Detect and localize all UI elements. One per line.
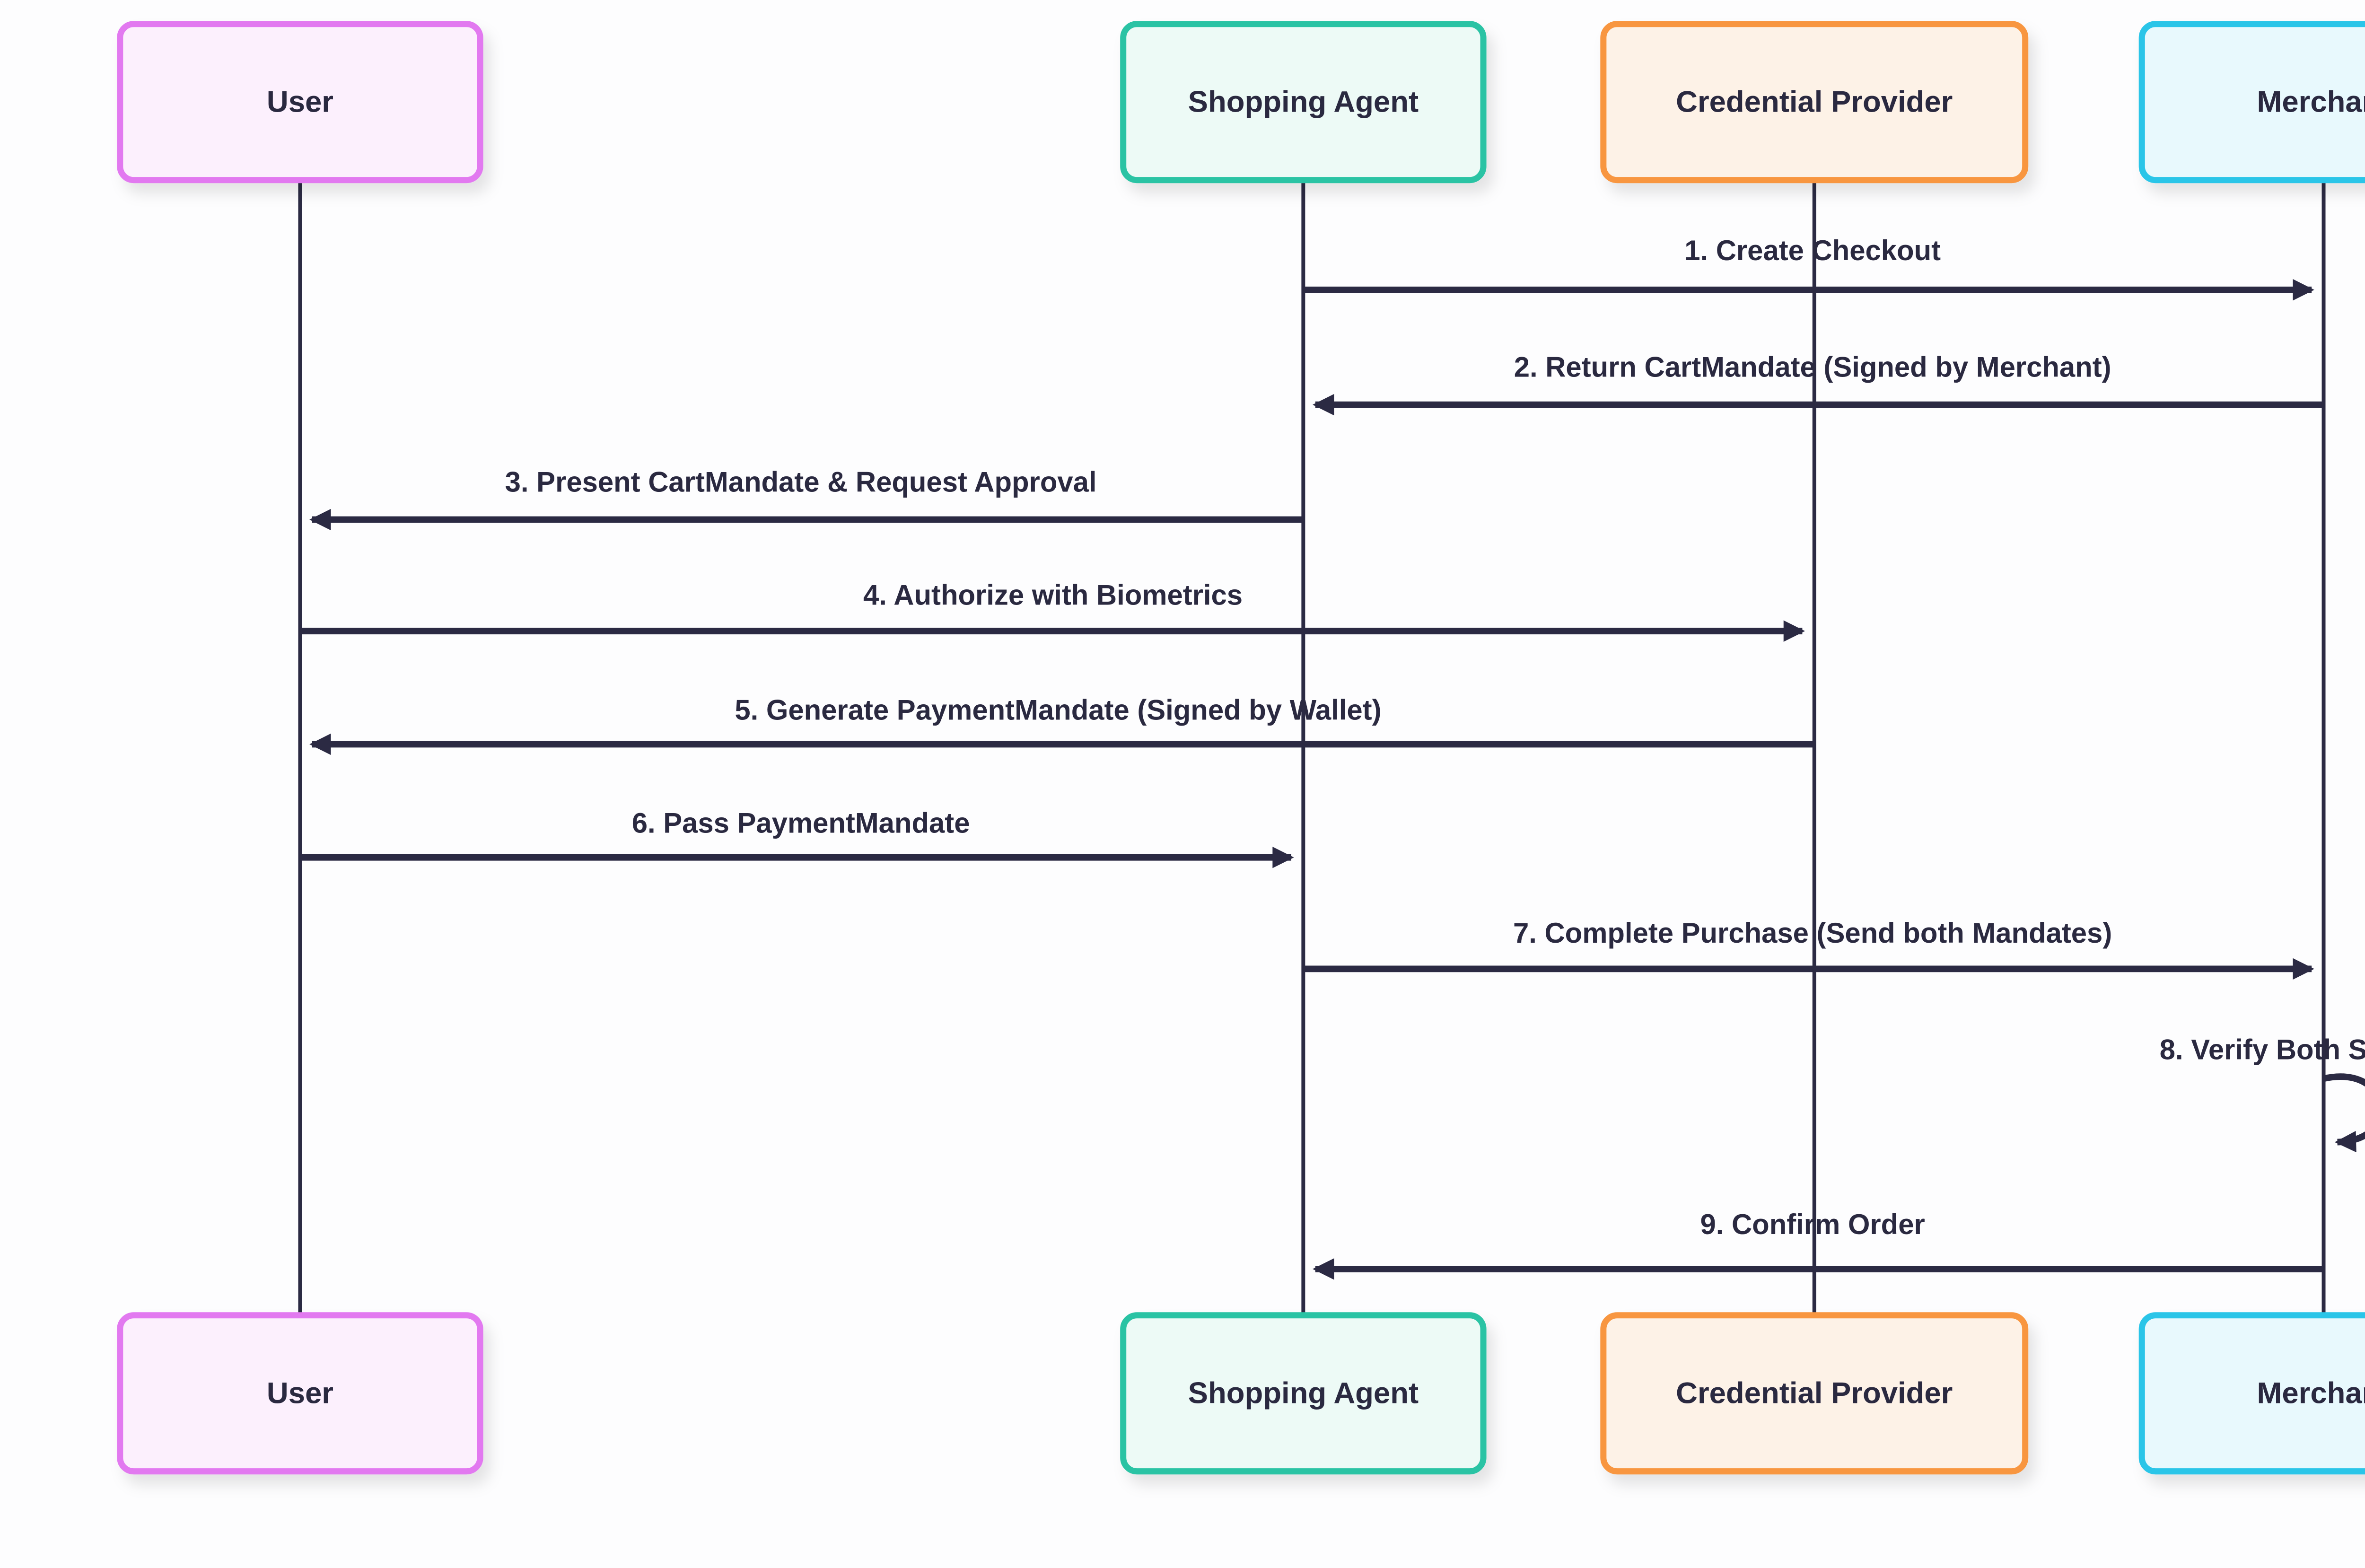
message-3: 3. Present CartMandate & Request Approva…	[309, 466, 1304, 531]
message-9: 9. Confirm Order	[1313, 1209, 2324, 1280]
actor-label: Merchant	[2257, 86, 2365, 119]
self-loop-arrow	[2322, 1073, 2365, 1153]
actor-label: Merchant	[2257, 1377, 2365, 1410]
actor-label: User	[267, 86, 333, 119]
actor-top-shopping-agent: Shopping Agent	[1120, 21, 1487, 184]
actor-top-credential-provider: Credential Provider	[1600, 21, 2029, 184]
actor-box	[1120, 21, 1487, 184]
message-label: 1. Create Checkout	[1684, 235, 1941, 266]
message-label: 8. Verify Both Signatures	[2160, 1034, 2365, 1065]
actor-label: Credential Provider	[1676, 1377, 1953, 1410]
message-5: 5. Generate PaymentMandate (Signed by Wa…	[309, 694, 1814, 755]
actor-bottom-credential-provider: Credential Provider	[1600, 1312, 2029, 1475]
actor-bottom-merchant: Merchant	[2138, 1312, 2365, 1475]
message-4: 4. Authorize with Biometrics	[300, 579, 1805, 642]
message-7: 7. Complete Purchase (Send both Mandates…	[1303, 917, 2314, 980]
actor-label: User	[267, 1377, 333, 1410]
actor-label: Shopping Agent	[1188, 86, 1419, 119]
actor-top-user: User	[117, 21, 483, 184]
message-label: 3. Present CartMandate & Request Approva…	[505, 466, 1097, 498]
message-1: 1. Create Checkout	[1303, 235, 2314, 301]
actor-box	[117, 21, 483, 184]
message-6: 6. Pass PaymentMandate	[300, 807, 1294, 868]
actor-label: Credential Provider	[1676, 86, 1953, 119]
message-label: 4. Authorize with Biometrics	[863, 579, 1243, 611]
message-2: 2. Return CartMandate (Signed by Merchan…	[1313, 351, 2324, 416]
actor-box	[1600, 1312, 2029, 1475]
actor-top-merchant: Merchant	[2138, 21, 2365, 184]
actor-bottom-user: User	[117, 1312, 483, 1475]
message-8: 8. Verify Both Signatures	[2160, 1034, 2365, 1153]
message-label: 2. Return CartMandate (Signed by Merchan…	[1514, 351, 2111, 383]
actor-box	[2138, 1312, 2365, 1475]
message-label: 9. Confirm Order	[1700, 1209, 1925, 1240]
message-label: 5. Generate PaymentMandate (Signed by Wa…	[735, 694, 1381, 726]
actor-box	[2138, 21, 2365, 184]
actor-bottom-shopping-agent: Shopping Agent	[1120, 1312, 1487, 1475]
actor-label: Shopping Agent	[1188, 1377, 1419, 1410]
actor-box	[117, 1312, 483, 1475]
message-label: 6. Pass PaymentMandate	[632, 807, 970, 839]
message-label: 7. Complete Purchase (Send both Mandates…	[1513, 917, 2112, 949]
actor-box	[1120, 1312, 1487, 1475]
actor-box	[1600, 21, 2029, 184]
